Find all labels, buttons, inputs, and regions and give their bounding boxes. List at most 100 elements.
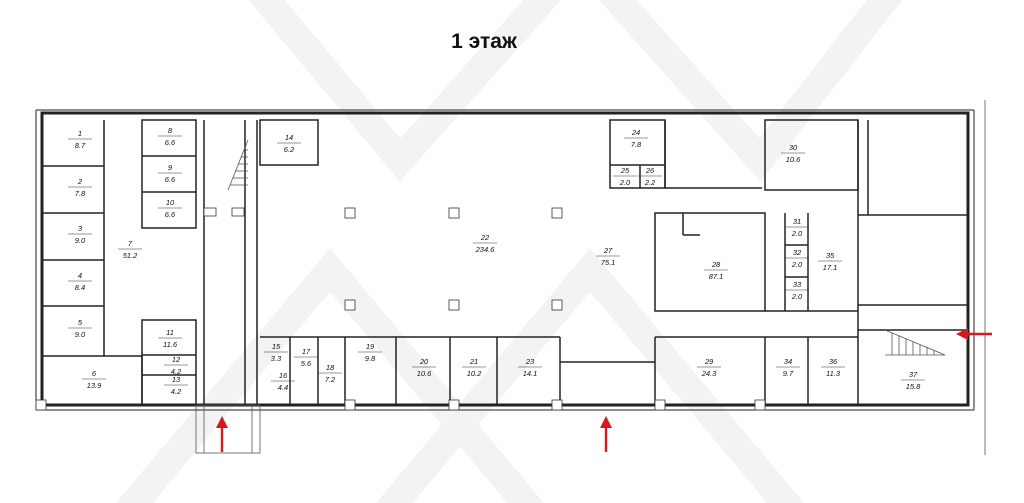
room-area: 7.8 [75,189,86,198]
room-area: 7.2 [325,375,336,384]
room-33: 332.0 [785,280,809,301]
room-area: 2.0 [791,292,803,301]
room-area: 11.6 [163,340,178,349]
room-number: 4 [78,271,82,280]
center-left-walls [141,119,258,406]
right-block-walls [858,120,968,331]
room-number: 28 [711,260,721,269]
room-28: 28 87.1 [704,260,728,281]
room-19: 199.8 [358,342,382,363]
room-30: 30 10.6 [781,143,805,164]
center-right-walls [654,212,858,405]
floor-title: 1 этаж [451,30,517,53]
room-34: 349.7 [776,357,800,378]
room-area: 2.0 [791,229,803,238]
room-area: 9.0 [75,330,86,339]
room-area: 11.3 [826,369,841,378]
room-number: 24 [631,128,640,137]
columns [35,207,766,411]
room-area: 9.7 [783,369,794,378]
room-area: 75.1 [601,258,616,267]
room-32: 322.0 [785,248,809,269]
room-3: 39.0 [68,224,92,245]
room-area: 6.6 [165,175,176,184]
room-area: 6.6 [165,138,176,147]
room-number: 8 [168,126,173,135]
room-area: 10.6 [786,155,801,164]
room-number: 17 [302,347,311,356]
room-number: 19 [366,342,375,351]
room-31: 312.0 [785,217,809,238]
room-29: 29 24.3 [697,357,721,378]
room-number: 6 [92,369,97,378]
room-area: 6.6 [165,210,176,219]
room-number: 7 [128,239,133,248]
room-number: 30 [789,143,798,152]
room-number: 3 [78,224,83,233]
room-6: 613.9 [82,369,106,390]
room-number: 36 [829,357,838,366]
room-area: 5.6 [301,359,312,368]
room-number: 37 [909,370,918,379]
room-area: 2.2 [644,178,656,187]
room-area: 4.4 [278,383,288,392]
room-area: 10.6 [417,369,432,378]
room-number: 33 [793,280,802,289]
room-36: 36 11.3 [821,357,845,378]
room-area: 2.0 [791,260,803,269]
room-24: 247.8 [624,128,648,149]
left-block-walls [42,120,143,405]
room-10: 106.6 [158,198,182,219]
room-8: 86.6 [158,126,182,147]
room-number: 34 [784,357,792,366]
room-9: 96.6 [158,163,182,184]
room-4: 48.4 [68,271,92,292]
room-area: 13.9 [87,381,102,390]
room-number: 23 [525,357,535,366]
room-1: 18.7 [68,129,92,150]
room-25: 252.0 [613,166,637,187]
room-area: 9.8 [365,354,376,363]
room-area: 4.2 [171,387,182,396]
room-37: 37 15.8 [901,370,925,391]
room-area: 15.8 [906,382,921,391]
room-area: 3.3 [271,354,282,363]
room-number: 15 [272,342,281,351]
room-14-walls [259,119,319,166]
room-number: 32 [793,248,802,257]
room-area: 17.1 [823,263,838,272]
room-number: 26 [645,166,655,175]
entry-arrow-right [956,328,992,340]
room-area: 2.0 [619,178,631,187]
stairs-left [227,139,249,191]
room-area: 10.2 [467,369,482,378]
room-18: 187.2 [318,363,342,384]
room-labels: 18.727.839.048.459.0613.9751.286.696.610… [68,126,925,396]
room-number: 10 [166,198,175,207]
room-area: 8.7 [75,141,86,150]
room-area: 14.1 [523,369,538,378]
top-right-walls [609,119,859,405]
room-number: 27 [603,246,613,255]
room-number: 1 [78,129,82,138]
room-number: 18 [326,363,335,372]
room-area: 51.2 [123,251,138,260]
entrance-porch [195,404,261,454]
room-number: 29 [704,357,714,366]
room-13: 134.2 [164,375,188,396]
room-area: 8.4 [75,283,85,292]
bottom-row-walls [260,336,656,405]
room-7: 751.2 [118,239,142,260]
room-area: 234.6 [475,245,496,254]
room-15: 153.3 [264,342,288,363]
entry-arrow-center [600,416,612,452]
room-16: 164.4 [271,371,295,392]
room-area: 24.3 [701,369,717,378]
room-area: 87.1 [709,272,724,281]
stairs-right [884,329,946,356]
room-number: 25 [620,166,630,175]
